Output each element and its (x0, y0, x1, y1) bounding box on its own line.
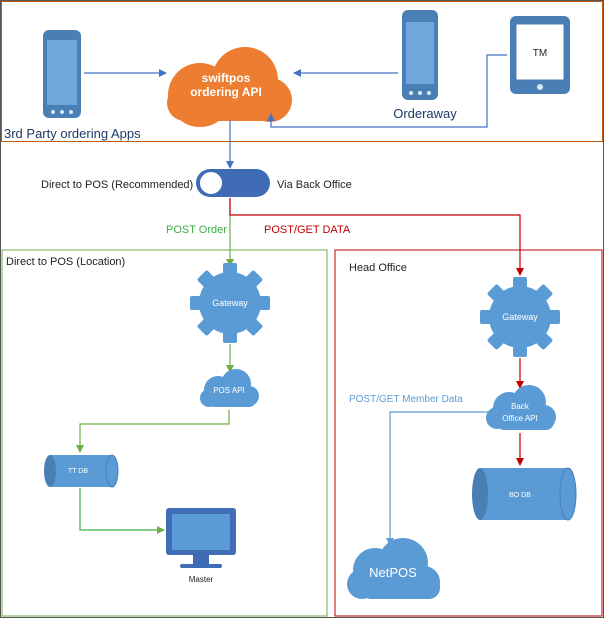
third-party-apps-label: 3rd Party ordering Apps (4, 126, 141, 141)
netpos-cloud-icon (347, 538, 440, 599)
toggle-left-label: Direct to POS (Recommended) (41, 179, 193, 191)
pos-api-cloud-icon (200, 369, 259, 407)
post-get-data-arrow (229, 198, 524, 276)
back-office-label-line1: Back (511, 402, 530, 411)
left-panel-title: Direct to POS (Location) (6, 256, 125, 268)
post-order-label: POST Order (166, 224, 227, 236)
master-label: Master (189, 575, 214, 584)
orderaway-phone-icon (402, 10, 438, 100)
orderaway-label: Orderaway (393, 106, 457, 121)
route-toggle (196, 169, 270, 197)
top-region-frame (1, 1, 603, 142)
ttdb-to-master-arrow (79, 488, 165, 534)
back-office-cloud-icon (486, 385, 556, 430)
head-office-panel (334, 249, 603, 617)
toggle-right-label: Via Back Office (277, 179, 352, 191)
direct-to-pos-panel (1, 249, 328, 617)
back-office-label-line2: Office API (502, 414, 537, 423)
cloud-label-line1: swiftpos (202, 71, 251, 85)
database-icon (472, 467, 577, 521)
cloud-label-line2: ordering API (190, 85, 262, 99)
tablet-to-cloud-arrow (267, 54, 507, 128)
posapi-to-ttdb-arrow (76, 410, 230, 453)
netpos-label: NetPOS (369, 565, 417, 580)
tablet-icon (510, 16, 570, 94)
tt-db-label: TT DB (68, 468, 88, 475)
cloud-icon (167, 47, 292, 127)
pos-api-label: POS API (213, 386, 245, 395)
right-gateway-label: Gateway (502, 312, 538, 322)
member-data-label: POST/GET Member Data (349, 394, 463, 405)
right-panel-title: Head Office (349, 262, 407, 274)
bo-db-label: BO DB (509, 492, 531, 499)
left-gateway-label: Gateway (212, 298, 248, 308)
post-get-data-label: POST/GET DATA (264, 224, 351, 236)
phone-icon (43, 30, 81, 118)
monitor-icon (166, 508, 236, 568)
database-icon (44, 454, 119, 488)
tablet-label: TM (533, 48, 547, 59)
member-data-arrow (386, 411, 496, 546)
